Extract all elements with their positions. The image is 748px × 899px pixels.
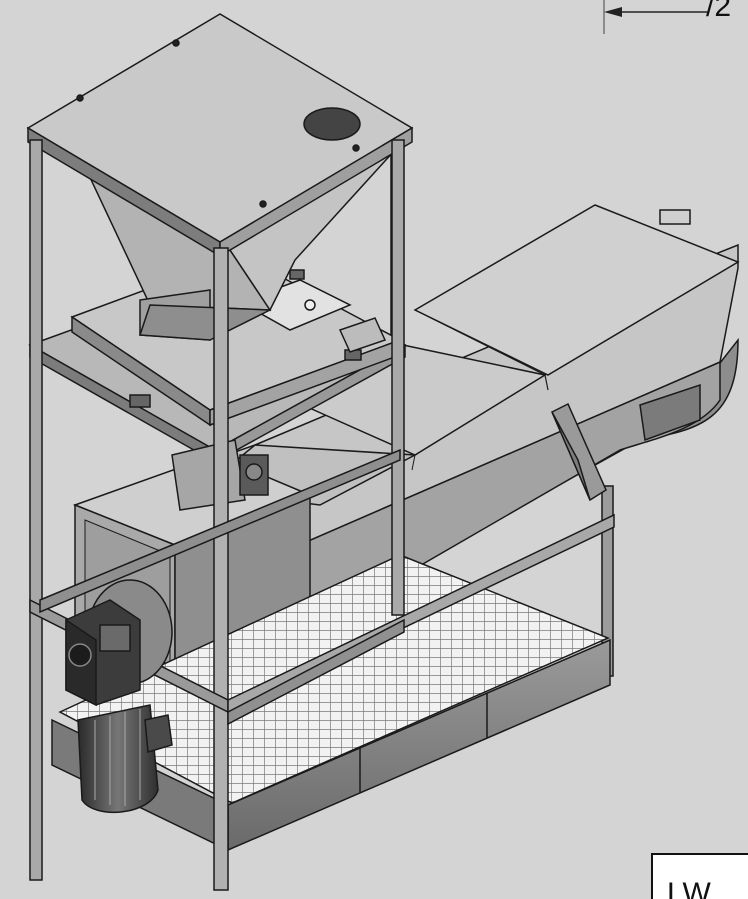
dimension-callout-arrow xyxy=(603,0,708,34)
dimension-callout-text: /2 xyxy=(706,0,732,23)
title-block: LW xyxy=(651,853,748,899)
discharge-chute xyxy=(551,402,607,502)
gearbox xyxy=(65,579,173,707)
floor-grating xyxy=(58,554,610,804)
title-block-text: LW xyxy=(667,877,712,899)
drive-motor xyxy=(77,704,173,813)
hopper-lid xyxy=(26,13,414,258)
